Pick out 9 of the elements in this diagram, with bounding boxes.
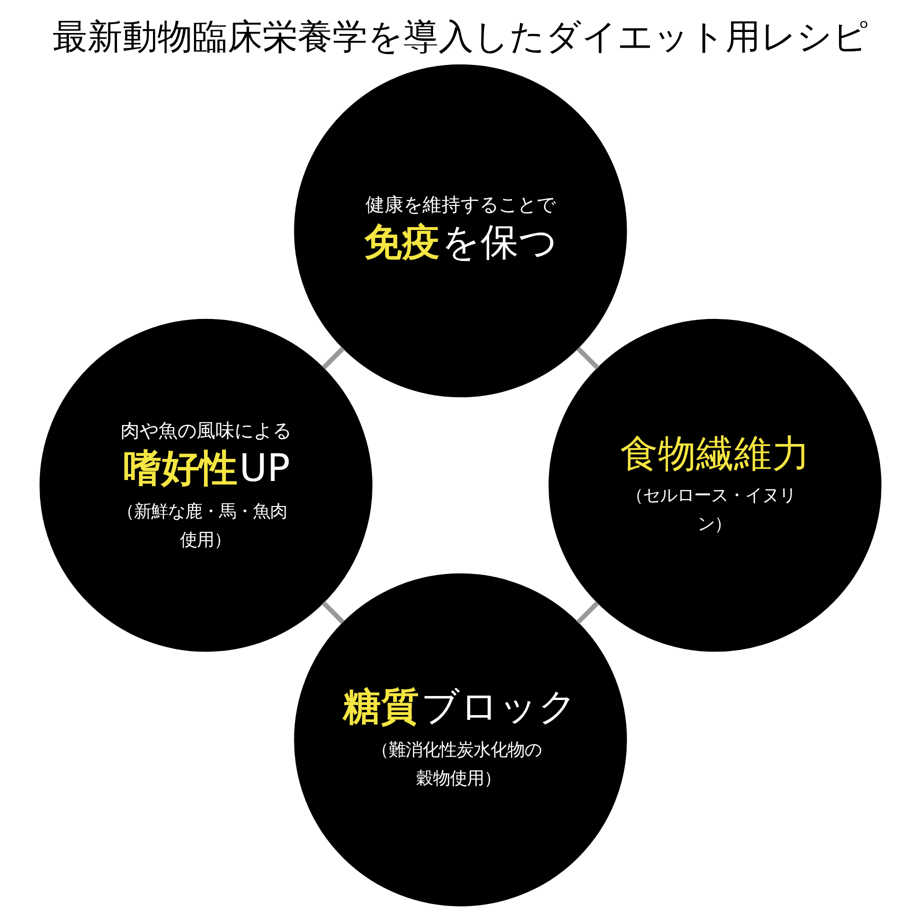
node-circle: 肉や魚の風味による 嗜好性UP （新鮮な鹿・馬・魚肉使用）: [39, 318, 372, 652]
connector: [576, 346, 599, 370]
diagram-title: 最新動物臨床栄養学を導入したダイエット用レシピ: [52, 18, 868, 58]
node-circle: 食物繊維力 （セルロース・イヌリン）: [548, 318, 881, 652]
connector: [321, 601, 344, 624]
node-circle: 糖質ブロック （難消化性炭水化物の穀物使用）: [294, 573, 626, 906]
connector: [576, 601, 599, 624]
connector: [321, 346, 344, 370]
node-circle: 健康を維持することで 免疫を保つ: [294, 64, 626, 398]
